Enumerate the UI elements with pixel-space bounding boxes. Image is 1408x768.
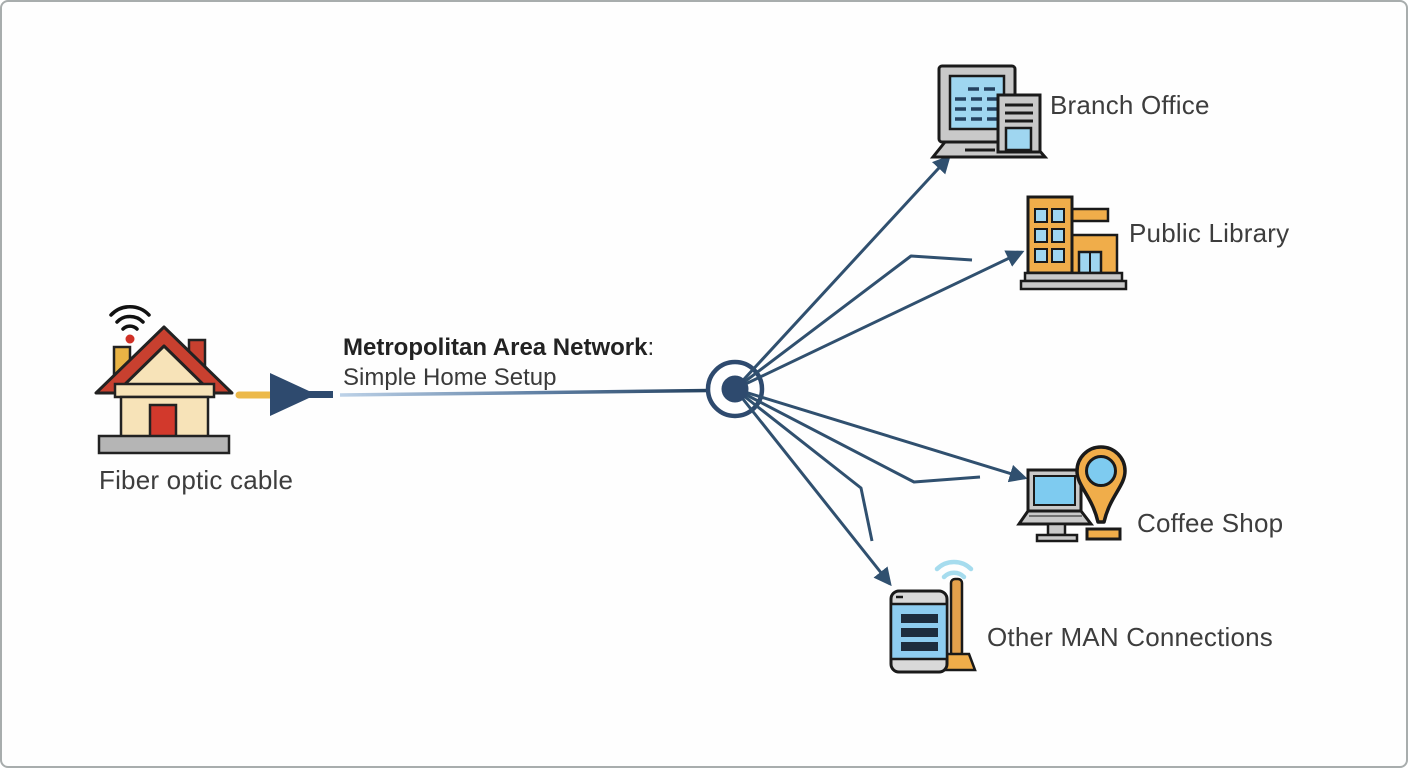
wifi-signal-icon xyxy=(109,305,151,344)
office-monitor-building-icon xyxy=(929,64,1049,159)
diagram-title: Metropolitan Area Network: Simple Home S… xyxy=(343,333,654,393)
bent-stub-lower xyxy=(734,387,874,542)
link-public-library xyxy=(734,250,1025,391)
public-library-label: Public Library xyxy=(1129,218,1290,248)
coffee-shop-label: Coffee Shop xyxy=(1137,508,1284,538)
link-coffee-shop xyxy=(734,387,1028,483)
map-pin-icon xyxy=(1075,445,1127,541)
connection-lines xyxy=(733,155,1028,587)
laptop-map-pin-icon xyxy=(1016,445,1127,543)
branch-office-label: Branch Office xyxy=(1050,90,1210,120)
wifi-waves-icon xyxy=(934,559,974,580)
house-wifi-icon xyxy=(94,305,234,455)
router-antenna-wifi-icon xyxy=(889,559,977,674)
cable-arrow-icon xyxy=(270,373,333,416)
link-branch-office xyxy=(733,155,951,391)
bent-stub-upper xyxy=(734,254,973,391)
other-man-connections-label: Other MAN Connections xyxy=(987,622,1273,652)
title-subtitle: Simple Home Setup xyxy=(343,364,557,391)
link-other-man xyxy=(733,388,892,587)
library-building-icon xyxy=(1019,195,1128,291)
title-bold: Metropolitan Area Network xyxy=(343,334,648,361)
hub-center-dot xyxy=(721,375,749,403)
fiber-cable xyxy=(235,373,710,416)
title-colon: : xyxy=(647,334,655,361)
bent-stub-middle xyxy=(734,387,981,484)
fiber-optic-cable-label: Fiber optic cable xyxy=(99,465,294,495)
